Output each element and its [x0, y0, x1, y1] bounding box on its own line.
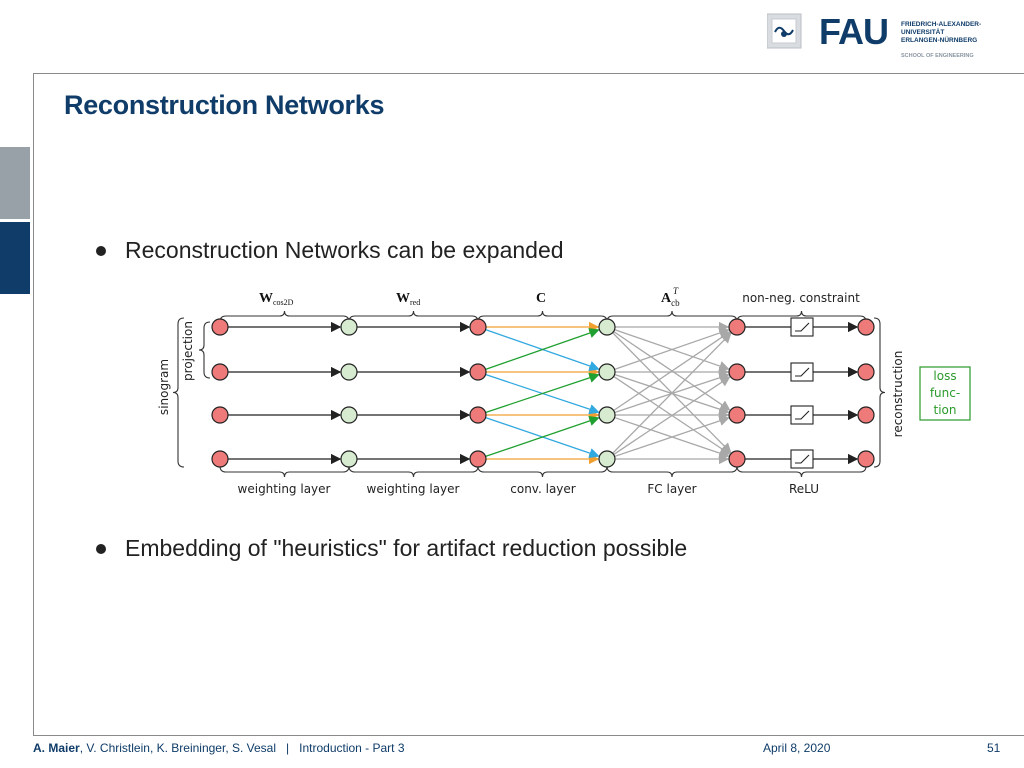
section-tab-1[interactable] [0, 147, 30, 219]
label-a-sup: T [673, 286, 679, 296]
brace-projection [198, 321, 211, 379]
relu-box-icon [790, 405, 814, 425]
network-diagram: Wcos2D Wred C Acb T non-neg. constraint … [157, 286, 971, 496]
brace-bottom-2 [477, 465, 608, 478]
bullet-text-2: Embedding of "heuristics" for artifact r… [125, 535, 688, 561]
label-relu: ReLU [789, 482, 819, 496]
footer-main-author: A. Maier [33, 741, 80, 755]
brace-sinogram [172, 317, 185, 468]
label-reconstruction: reconstruction [891, 351, 905, 438]
node-c1-r1 [340, 363, 358, 381]
bullet-dot-icon [96, 245, 106, 256]
brace-top-3 [606, 310, 738, 323]
brace-top-2 [477, 310, 608, 323]
edge-fc-3-1 [613, 376, 731, 456]
logo-line-2: UNIVERSITÄT [901, 28, 944, 36]
footer-page-number: 51 [987, 741, 1001, 755]
fau-logo: FAU FRIEDRICH-ALEXANDER- UNIVERSITÄT ERL… [767, 12, 981, 59]
node-c5-r0 [857, 318, 875, 336]
loss-function-box [919, 366, 971, 421]
label-w-cos: Wcos2D [259, 291, 294, 307]
relu-box-icon [790, 449, 814, 469]
slide-title: Reconstruction Networks [64, 90, 385, 120]
node-c1-r0 [340, 318, 358, 336]
node-c2-r1 [469, 363, 487, 381]
label-c: C [536, 291, 546, 306]
label-conv: conv. layer [510, 482, 576, 496]
label-nonneg: non-neg. constraint [742, 291, 860, 305]
brace-top-0 [219, 310, 350, 323]
edge-fc-2-0 [613, 331, 731, 412]
node-c4-r0 [728, 318, 746, 336]
section-tab-2[interactable] [0, 222, 30, 294]
bullet-item-2: Embedding of "heuristics" for artifact r… [96, 535, 687, 562]
brace-bottom-3 [606, 465, 738, 478]
brace-top-1 [348, 310, 479, 323]
node-c5-r3 [857, 450, 875, 468]
label-weighting-2: weighting layer [367, 482, 460, 496]
bullet-dot-icon [96, 543, 106, 554]
node-c2-r0 [469, 318, 487, 336]
brace-bottom-4 [736, 465, 867, 478]
logo-school: SCHOOL OF ENGINEERING [901, 53, 974, 59]
relu-box-icon [790, 362, 814, 382]
relu-box-icon [790, 317, 814, 337]
label-sinogram: sinogram [157, 359, 171, 415]
fau-wordmark: FAU [819, 12, 888, 52]
node-c0-r1 [211, 363, 229, 381]
frame-top-rule [33, 73, 1024, 74]
logo-line-3: ERLANGEN-NÜRNBERG [901, 35, 977, 44]
node-c3-r3 [598, 450, 616, 468]
node-c4-r3 [728, 450, 746, 468]
label-projection: projection [181, 321, 195, 381]
edge-fc-3-2 [614, 415, 730, 458]
node-c2-r3 [469, 450, 487, 468]
loss-line-2: func- [930, 386, 960, 400]
brace-bottom-0 [219, 465, 350, 478]
node-c4-r1 [728, 363, 746, 381]
label-w-red: Wred [396, 291, 420, 307]
label-a: Acb [661, 291, 680, 308]
label-weighting-1: weighting layer [238, 482, 331, 496]
node-c1-r2 [340, 406, 358, 424]
bullet-item-1: Reconstruction Networks can be expanded [96, 237, 564, 264]
edge-fc-3-0 [612, 332, 732, 454]
edge-fc-1-0 [614, 328, 730, 370]
footer-date: April 8, 2020 [763, 741, 831, 755]
brace-bottom-1 [348, 465, 479, 478]
loss-line-3: tion [934, 403, 957, 417]
node-c0-r0 [211, 318, 229, 336]
node-c3-r0 [598, 318, 616, 336]
node-c2-r2 [469, 406, 487, 424]
node-c3-r2 [598, 406, 616, 424]
edge-conv-up-2 [485, 415, 600, 458]
node-c0-r2 [211, 406, 229, 424]
frame-bottom-rule [33, 735, 1024, 736]
node-c4-r2 [728, 406, 746, 424]
frame-left-rule [33, 73, 34, 736]
edge-conv-up-1 [485, 372, 600, 414]
label-fc: FC layer [647, 482, 696, 496]
node-c5-r1 [857, 363, 875, 381]
brace-reconstruction [873, 317, 886, 468]
node-c0-r3 [211, 450, 229, 468]
edge-conv-up-0 [485, 328, 600, 370]
logo-line-1: FRIEDRICH-ALEXANDER- [901, 21, 981, 28]
node-c3-r1 [598, 363, 616, 381]
brace-top-4 [736, 310, 867, 323]
loss-line-1: loss [933, 369, 956, 383]
footer-authors-rest: , V. Christlein, K. Breininger, S. Vesal… [79, 741, 405, 755]
node-c1-r3 [340, 450, 358, 468]
node-c5-r2 [857, 406, 875, 424]
footer-authors: A. Maier, V. Christlein, K. Breininger, … [33, 741, 405, 755]
bullet-text-1: Reconstruction Networks can be expanded [125, 237, 564, 263]
